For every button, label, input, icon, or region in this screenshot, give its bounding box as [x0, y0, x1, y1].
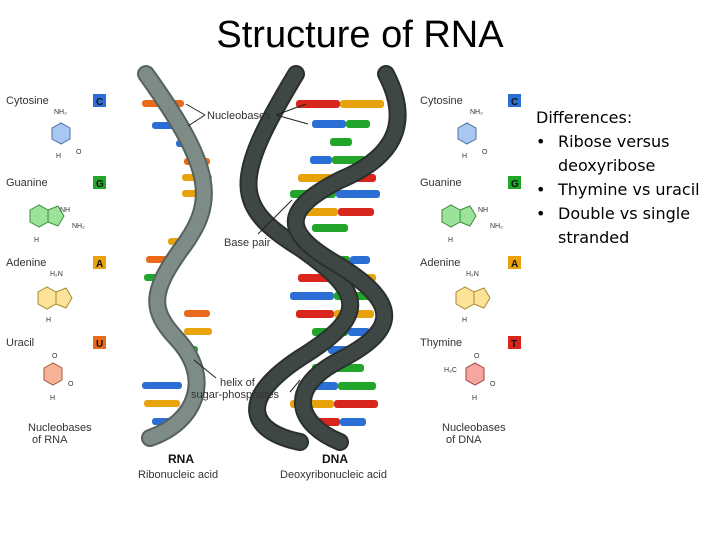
- dna-thymine-o: O: [474, 353, 480, 360]
- differences-list: Ribose versus deoxyribose Thymine vs ura…: [536, 130, 720, 250]
- differences-heading: Differences:: [536, 108, 633, 127]
- dna-base-row: Cytosine C NH₂ O H: [420, 94, 521, 160]
- base-pair-callout: Base pair: [224, 237, 271, 249]
- rna-guanine-nh2: NH₂: [72, 223, 85, 230]
- thymine-molecule-icon: [465, 362, 485, 386]
- dna-guanine-letter: G: [511, 179, 519, 190]
- rna-base-row: Cytosine C NH₂ O H: [6, 94, 106, 160]
- bottom-captions: RNA Ribonucleic acid DNA Deoxyribonuclei…: [138, 452, 387, 481]
- rna-label: RNA: [168, 452, 194, 466]
- rna-adenine-h2n: H₂N: [50, 271, 63, 278]
- rna-guanine-label: Guanine: [6, 177, 48, 189]
- callouts: Nucleobases Base pair helix of sugar-pho…: [185, 103, 309, 401]
- dna-guanine-h: H: [448, 237, 453, 244]
- cytosine-molecule-icon: [457, 122, 477, 145]
- dna-adenine-label: Adenine: [420, 257, 460, 269]
- dna-thymine-badge: [508, 336, 521, 349]
- guanine-molecule-icon: [441, 204, 461, 228]
- uracil-molecule-icon: [43, 362, 63, 386]
- rna-cytosine-nh2: NH₂: [54, 109, 67, 116]
- dna-cytosine-badge: [508, 94, 521, 107]
- dna-adenine-h: H: [462, 317, 467, 324]
- rna-uracil-h: H: [50, 395, 55, 402]
- rna-adenine-badge: [93, 256, 106, 269]
- dna-thymine-h: H: [472, 395, 477, 402]
- nucleobases-callout: Nucleobases: [207, 110, 271, 122]
- list-item: Ribose versus deoxyribose: [536, 130, 720, 178]
- rna-cytosine-badge: [93, 94, 106, 107]
- rna-uracil-o2: O: [68, 381, 74, 388]
- adenine-molecule-icon: [455, 286, 475, 310]
- slide-title: Structure of RNA: [216, 14, 504, 56]
- rna-base-row: Adenine A H₂N H: [6, 256, 106, 324]
- dna-caption-line1: Nucleobases: [442, 422, 506, 434]
- dna-guanine-badge: [508, 176, 521, 189]
- dna-adenine-h2n: H₂N: [466, 271, 479, 278]
- dna-guanine-nh2: NH₂: [490, 223, 503, 230]
- rna-uracil-badge: [93, 336, 106, 349]
- dna-thymine-h3c: H₃C: [444, 367, 457, 374]
- rna-nucleobase-stub: [144, 400, 180, 407]
- dna-adenine-letter: A: [511, 259, 518, 270]
- dna-guanine-label: Guanine: [420, 177, 462, 189]
- rna-uracil-letter: U: [96, 339, 103, 350]
- dna-base-row: Adenine A H₂N H: [420, 256, 521, 324]
- rna-guanine-h: H: [34, 237, 39, 244]
- rna-cytosine-o: O: [76, 149, 82, 156]
- rna-left-bases: Cytosine C NH₂ O H Guanine G NH NH₂ H Ad…: [6, 94, 106, 446]
- dna-thymine-label: Thymine: [420, 337, 462, 349]
- rna-nucleobase-stub: [142, 382, 182, 389]
- rna-caption-line1: Nucleobases: [28, 422, 92, 434]
- dna-cytosine-o: O: [482, 149, 488, 156]
- dna-base-row: Thymine T O H₃C O H: [420, 336, 521, 402]
- rna-nucleobase-stub: [184, 310, 210, 317]
- dna-right-bases: Cytosine C NH₂ O H Guanine G NH NH₂ H Ad…: [420, 94, 521, 446]
- helix-callout-line1: helix of: [220, 377, 256, 389]
- differences-panel: Differences: Ribose versus deoxyribose T…: [536, 106, 720, 250]
- dna-helix: [239, 65, 407, 451]
- rna-uracil-o: O: [52, 353, 58, 360]
- rna-guanine-badge: [93, 176, 106, 189]
- rna-full-name: Ribonucleic acid: [138, 469, 218, 481]
- rna-base-row: Guanine G NH NH₂ H: [6, 176, 106, 244]
- dna-cytosine-h: H: [462, 153, 467, 160]
- cytosine-molecule-icon: [51, 122, 71, 145]
- adenine-molecule-icon: [37, 286, 57, 310]
- rna-adenine-h: H: [46, 317, 51, 324]
- rna-guanine-letter: G: [96, 179, 104, 190]
- dna-thymine-o2: O: [490, 381, 496, 388]
- rna-caption-line2: of RNA: [32, 434, 68, 446]
- dna-guanine-nh: NH: [478, 207, 488, 214]
- dna-full-name: Deoxyribonucleic acid: [280, 469, 387, 481]
- rna-adenine-letter: A: [96, 259, 103, 270]
- dna-thymine-letter: T: [511, 339, 517, 350]
- dna-cytosine-label: Cytosine: [420, 95, 463, 107]
- list-item: Thymine vs uracil: [536, 178, 720, 202]
- dna-caption-line2: of DNA: [446, 434, 482, 446]
- dna-label: DNA: [322, 452, 348, 466]
- rna-guanine-nh: NH: [60, 207, 70, 214]
- dna-adenine-badge: [508, 256, 521, 269]
- rna-nucleobase-stub: [184, 328, 212, 335]
- helix-callout-line2: sugar-phosphates: [191, 389, 280, 401]
- rna-cytosine-h: H: [56, 153, 61, 160]
- rna-cytosine-label: Cytosine: [6, 95, 49, 107]
- dna-base-row: Guanine G NH NH₂ H: [420, 176, 521, 244]
- list-item: Double vs single stranded: [536, 202, 720, 250]
- rna-uracil-label: Uracil: [6, 337, 34, 349]
- dna-cytosine-letter: C: [511, 97, 518, 108]
- dna-cytosine-nh2: NH₂: [470, 109, 483, 116]
- rna-helix: [137, 65, 213, 447]
- rna-dna-diagram: Cytosine C NH₂ O H Guanine G NH NH₂ H Ad…: [6, 65, 521, 481]
- rna-adenine-label: Adenine: [6, 257, 46, 269]
- rna-cytosine-letter: C: [96, 97, 103, 108]
- guanine-molecule-icon: [29, 204, 49, 228]
- rna-base-row: Uracil U O O H: [6, 336, 106, 402]
